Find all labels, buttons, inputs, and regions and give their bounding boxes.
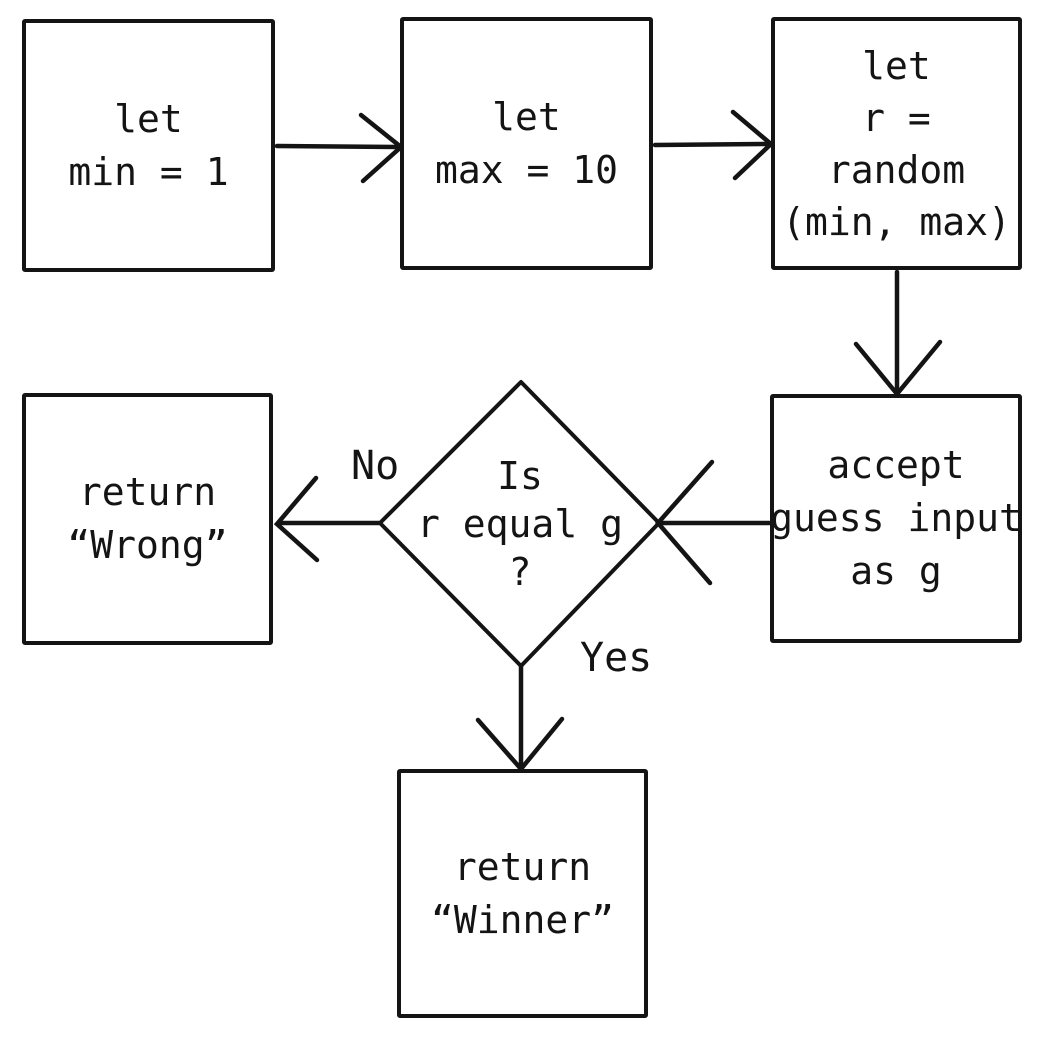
edge-label-yes: Yes xyxy=(580,635,653,681)
node-text-line: “Wrong” xyxy=(67,523,228,567)
node-accept-guess: accept guess input as g xyxy=(770,394,1022,643)
node-let-max: let max = 10 xyxy=(400,17,653,270)
node-return-wrong: return “Wrong” xyxy=(22,393,273,645)
arrow-let-max-to-let-r-random xyxy=(652,141,772,148)
node-text-line: max = 10 xyxy=(434,147,619,192)
node-let-r-random: let r = random (min, max) xyxy=(771,17,1022,270)
node-text-line: let xyxy=(862,43,931,88)
node-text-line: guess input xyxy=(770,496,1022,540)
arrowhead-left-icon xyxy=(273,475,320,563)
node-text-line: ? xyxy=(508,550,532,594)
node-text-line: return xyxy=(453,844,592,889)
node-text-line: “Winner” xyxy=(430,897,615,942)
node-text-line: r equal g xyxy=(417,502,623,546)
node-text-line: let xyxy=(114,96,183,141)
node-text-line: return xyxy=(78,470,217,514)
node-text-line: as g xyxy=(850,549,942,593)
edge-label-no: No xyxy=(351,443,400,489)
node-text-line: min = 1 xyxy=(68,149,229,194)
node-text-line: random xyxy=(827,147,966,192)
node-let-min: let min = 1 xyxy=(22,19,275,272)
node-decision: Is r equal g ? xyxy=(390,452,650,596)
node-return-winner: return “Winner” xyxy=(397,769,648,1018)
node-text-line: r = xyxy=(862,95,931,140)
node-text-line: accept xyxy=(827,443,965,487)
node-text-line: let xyxy=(492,94,561,139)
arrow-let-min-to-let-max xyxy=(274,143,402,150)
node-text-line: (min, max) xyxy=(782,199,1011,244)
arrowhead-left-icon xyxy=(655,459,715,586)
node-text-line: Is xyxy=(497,454,543,498)
